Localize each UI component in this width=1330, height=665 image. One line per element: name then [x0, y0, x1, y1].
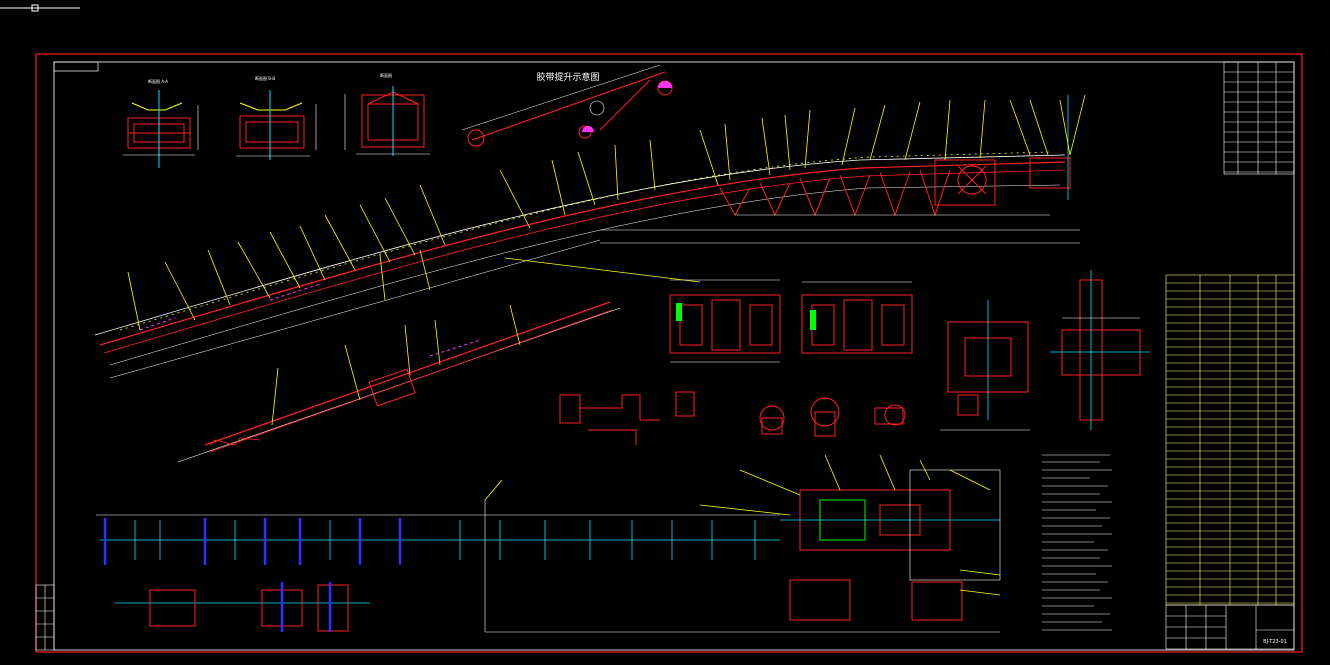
cross-section-view-1: 断面图 A-A — [123, 78, 199, 168]
outer-frame — [35, 53, 1303, 653]
svg-text:断面图 A-A: 断面图 A-A — [148, 78, 168, 84]
top-left-label-box — [53, 61, 99, 72]
inner-frame — [53, 61, 1295, 651]
drive-station-plan — [699, 454, 1001, 621]
signature-stamp-table — [35, 584, 55, 651]
part-detail-bracket — [559, 391, 695, 445]
drawing-number: BJ-T23-01 — [1263, 639, 1287, 645]
svg-text:断面图 B-B: 断面图 B-B — [255, 75, 275, 81]
detail-view-1 — [669, 279, 781, 363]
lower-conveyor-elevation — [177, 301, 621, 463]
detail-view-3 — [940, 300, 1030, 431]
title-block — [1165, 604, 1295, 650]
plan-view-strip — [96, 479, 1000, 633]
detail-view-4 — [1050, 270, 1150, 430]
leader-lines — [127, 94, 1086, 331]
ucs-crosshair — [0, 4, 80, 12]
cross-section-view-2: 断面图 B-B — [236, 75, 317, 160]
lower-section-detail — [115, 582, 370, 632]
part-detail-bearings — [759, 397, 906, 437]
cross-section-view-3: 断面图 — [344, 72, 430, 156]
main-conveyor-elevation — [94, 95, 1080, 379]
revision-table — [1223, 61, 1295, 175]
lifting-schematic — [461, 64, 673, 147]
parts-list-table — [1165, 274, 1295, 606]
svg-text:断面图: 断面图 — [380, 72, 392, 78]
detail-view-2 — [801, 281, 913, 354]
drawing-title: 胶带提升示意图 — [536, 71, 599, 83]
technical-notes-block — [1042, 454, 1112, 631]
